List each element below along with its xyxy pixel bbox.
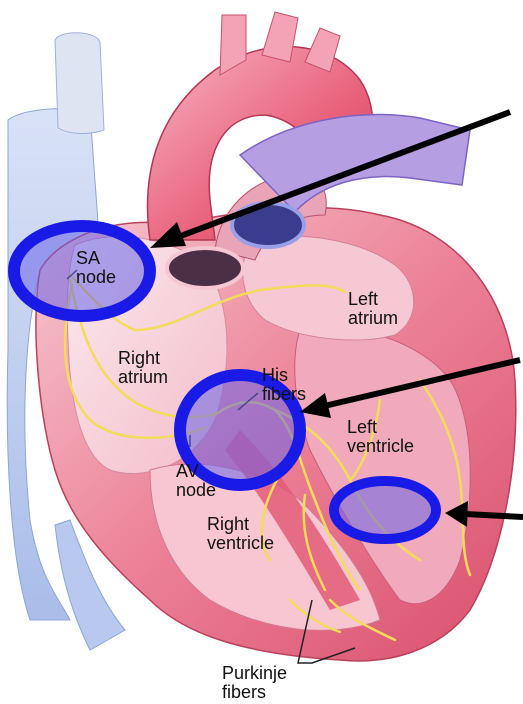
right-ventricle-label: Right ventricle	[207, 515, 274, 553]
left-atrium-label-line2: atrium	[348, 309, 398, 328]
right-atrium-label-line2: atrium	[118, 368, 168, 387]
purkinje-fibers-label: Purkinje fibers	[222, 664, 287, 702]
purkinje-fibers-label-line1: Purkinje	[222, 664, 287, 683]
av-node-label-line1: AV	[176, 462, 216, 481]
his-fibers-label-line2: fibers	[262, 385, 306, 404]
right-ventricle-label-line2: ventricle	[207, 534, 274, 553]
sa-node-label-line1: SA	[76, 249, 116, 268]
av-node-label-line2: node	[176, 481, 216, 500]
av-node-label: AV node	[176, 462, 216, 500]
right-atrium-label-line1: Right	[118, 349, 168, 368]
purkinje-fibers-label-line2: fibers	[222, 683, 287, 702]
his-fibers-label-line1: His	[262, 366, 306, 385]
highlight-ring-purkinje	[334, 481, 436, 539]
sa-node-label: SA node	[76, 249, 116, 287]
left-ventricle-label-line1: Left	[347, 418, 414, 437]
right-atrium-label: Right atrium	[118, 349, 168, 387]
left-atrium-label: Left atrium	[348, 290, 398, 328]
sa-node-label-line2: node	[76, 268, 116, 287]
his-fibers-label: His fibers	[262, 366, 306, 404]
vena-cava-top	[55, 33, 104, 134]
pulmonary-valve-ring	[167, 248, 243, 288]
right-ventricle-label-line1: Right	[207, 515, 274, 534]
left-ventricle-label-line2: ventricle	[347, 437, 414, 456]
left-atrium-label-line1: Left	[348, 290, 398, 309]
left-ventricle-label: Left ventricle	[347, 418, 414, 456]
